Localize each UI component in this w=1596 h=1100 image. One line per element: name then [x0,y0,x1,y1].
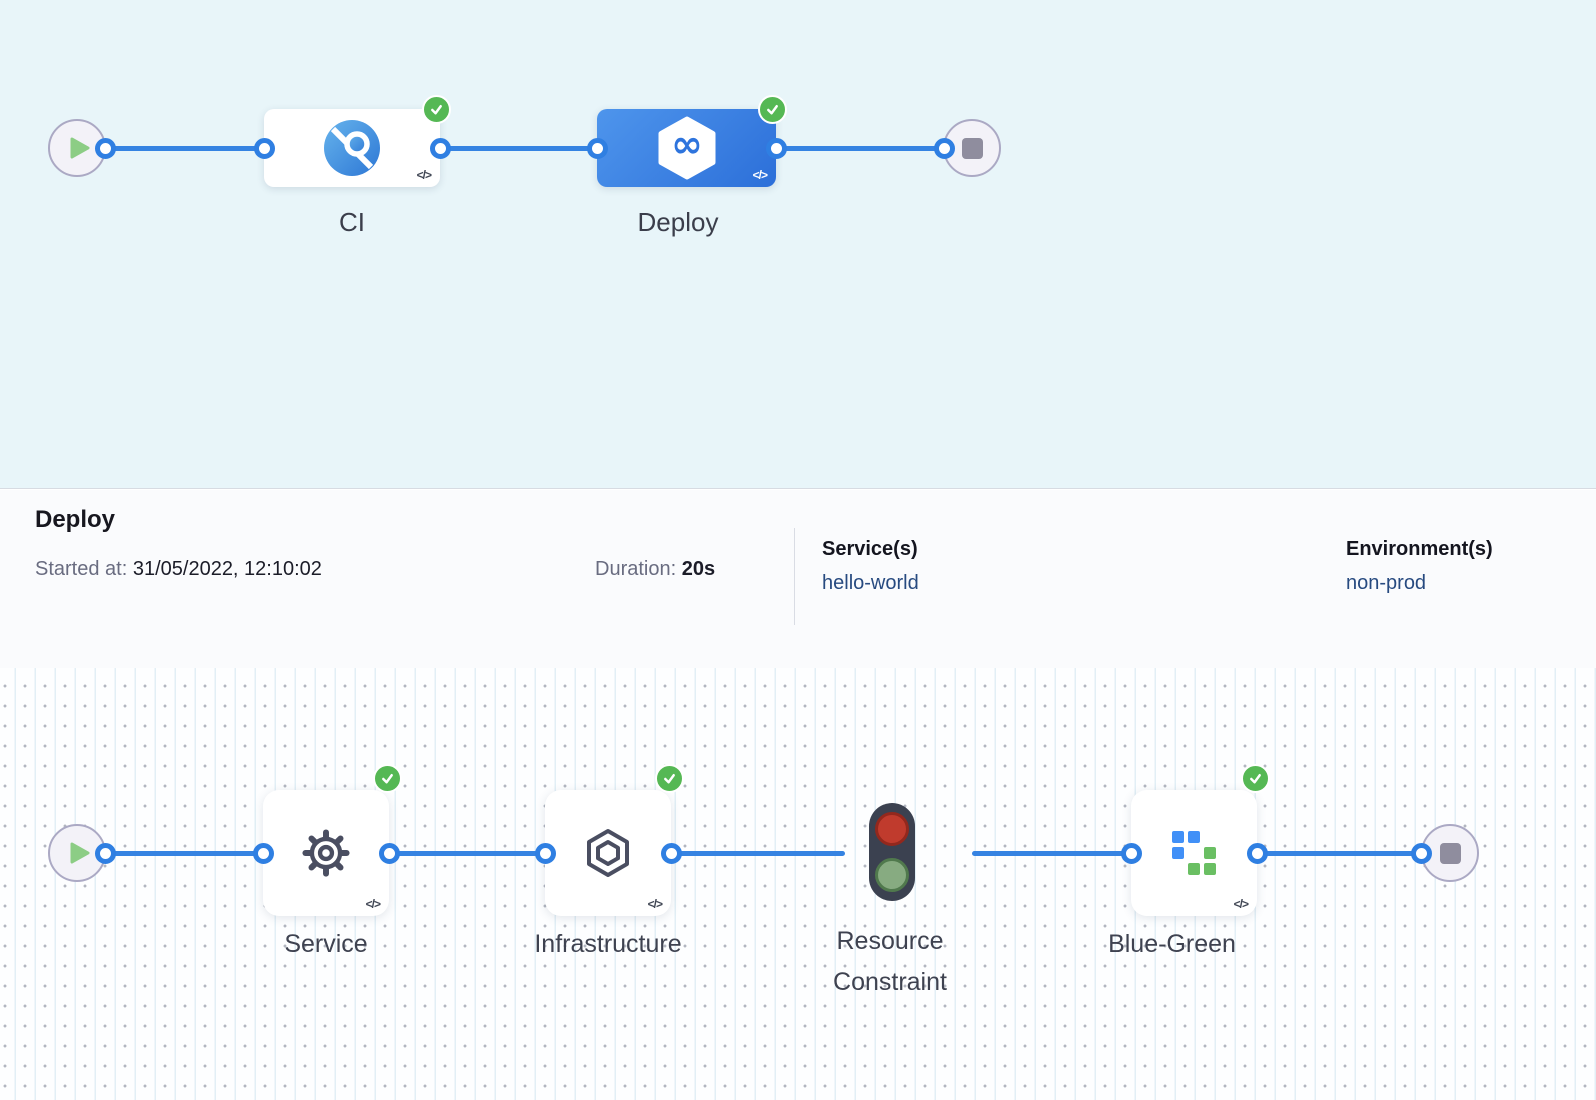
started-at-label: Started at: [35,558,128,580]
step-card-blue-green[interactable]: </> [1131,764,1270,916]
environment-link[interactable]: non-prod [1346,572,1427,594]
stop-icon [961,137,983,159]
edge-line [440,145,597,151]
service-link[interactable]: hello-world [822,572,919,594]
check-icon [1250,774,1261,784]
code-view-icon: </> [752,168,768,182]
ci-stage-icon [264,109,440,187]
started-at-row: Started at: 31/05/2022, 12:10:02 [35,558,322,581]
code-view-icon: </> [416,168,432,182]
step-card-infrastructure[interactable]: </> [545,764,684,916]
code-view-icon: </> [365,897,381,911]
edge-line [389,850,545,856]
connector-port [1410,842,1432,864]
check-icon [664,774,675,784]
svg-text:∞: ∞ [671,122,703,166]
code-view-icon: </> [647,897,663,911]
check-icon [382,774,393,784]
stage-details-panel: Deploy Started at: 31/05/2022, 12:10:02 … [0,490,1596,668]
connector-port [1246,842,1268,864]
environments-label: Environment(s) [1346,538,1493,560]
connector-port [586,137,608,159]
stage-graph-canvas: </> CI ∞ </> Deploy [0,0,1596,489]
check-icon [431,105,442,115]
status-badge-success [758,95,787,124]
connector-port [534,842,556,864]
infrastructure-hexagon-icon [545,790,671,916]
step-label-infrastructure: Infrastructure [534,930,682,958]
status-badge-success [373,764,402,793]
green-light-icon [875,858,909,892]
connector-port [253,137,275,159]
duration-label: Duration: [595,558,677,580]
status-badge-success [422,95,451,124]
started-at-value: 31/05/2022, 12:10:02 [127,558,322,580]
panel-title: Deploy [35,506,116,533]
cd-stage-icon: ∞ [597,109,776,187]
connector-port [1120,842,1142,864]
edge-line [972,850,1131,856]
red-light-icon [875,812,909,846]
blue-green-deployment-icon [1131,790,1257,916]
panel-divider [794,528,795,625]
duration-row: Duration: 20s [595,558,715,581]
stop-icon [1439,842,1461,864]
connector-port [429,137,451,159]
stage-card-ci[interactable]: </> [264,95,451,187]
status-badge-success [655,764,684,793]
step-resource-constraint-traffic-light-icon[interactable] [869,803,915,901]
play-icon [70,137,89,159]
gear-icon [263,790,389,916]
duration-value: 20s [676,558,716,580]
edge-line [105,850,263,856]
services-label: Service(s) [822,538,918,560]
edge-line [671,850,845,856]
play-icon [70,842,89,864]
check-icon [767,105,778,115]
connector-port [660,842,682,864]
connector-port [94,137,116,159]
step-card-service[interactable]: </> [263,764,402,916]
stage-card-deploy[interactable]: ∞ </> [597,95,787,187]
step-label-resource-constraint: Resource Constraint [833,927,947,996]
connector-port [252,842,274,864]
code-view-icon: </> [1233,897,1249,911]
step-label-service: Service [284,930,368,958]
connector-port [765,137,787,159]
step-graph-canvas: </> Service </> [0,668,1596,1100]
step-label-blue-green: Blue-Green [1108,930,1236,958]
stage-label-ci: CI [339,207,365,237]
edge-line [105,145,264,151]
connector-port [933,137,955,159]
status-badge-success [1241,764,1270,793]
connector-port [378,842,400,864]
edge-line [776,145,944,151]
connector-port [94,842,116,864]
edge-line [1257,850,1421,856]
stage-label-deploy: Deploy [637,207,719,237]
